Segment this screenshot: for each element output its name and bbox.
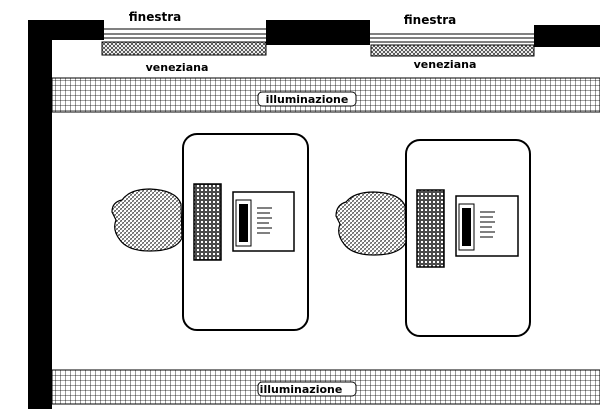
monitor-screen-2 — [458, 203, 475, 251]
lighting-label-top: illuminazione — [266, 93, 349, 106]
lighting-label-bottom: illuminazione — [260, 383, 343, 396]
window-1 — [104, 28, 266, 39]
wall-top-segment-3 — [534, 25, 600, 47]
keyboard-1 — [193, 183, 222, 261]
monitor-screen-1 — [235, 199, 252, 247]
lighting-label-box-top — [257, 91, 357, 107]
workstation-2 — [335, 139, 531, 337]
blind-label-2: veneziana — [414, 58, 477, 71]
window-label-1: finestra — [129, 10, 181, 24]
workstation-1 — [111, 133, 309, 331]
wall-left — [28, 20, 52, 409]
blind-label-1: veneziana — [146, 61, 209, 74]
lighting-label-box-bottom — [257, 381, 357, 397]
chair-2 — [335, 191, 407, 256]
wall-top-segment-2 — [266, 20, 370, 45]
keyboard-2 — [416, 189, 445, 268]
wall-top-segment-1 — [28, 20, 104, 40]
blind-2 — [370, 44, 535, 57]
window-label-2: finestra — [404, 13, 456, 27]
window-2 — [370, 33, 534, 43]
chair-1 — [111, 188, 183, 252]
blind-1 — [101, 41, 267, 56]
